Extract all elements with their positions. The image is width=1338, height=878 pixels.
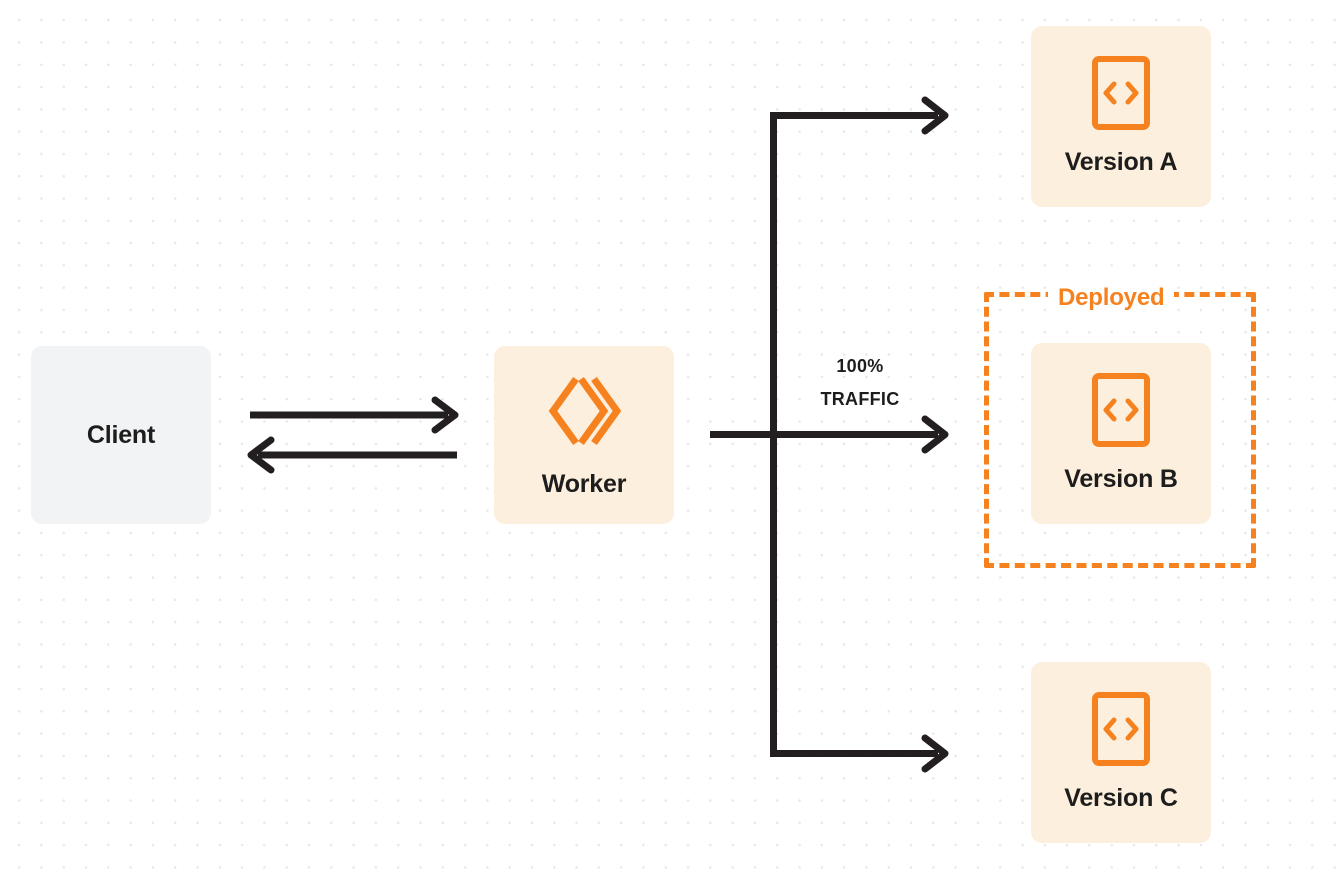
worker-to-client-arrow [247, 436, 457, 474]
traffic-percent: 100% [836, 356, 884, 376]
client-label: Client [86, 420, 156, 449]
version-c-node[interactable]: Version C [1031, 662, 1211, 843]
traffic-branch-connector [710, 96, 949, 773]
deployed-group-label: Deployed [1048, 285, 1175, 311]
code-document-icon [1092, 56, 1150, 130]
code-document-icon [1092, 373, 1150, 447]
cloudflare-workers-logo-icon [548, 376, 621, 445]
traffic-unit: TRAFFIC [820, 389, 900, 409]
worker-node[interactable]: Worker [494, 346, 674, 524]
worker-label: Worker [541, 469, 627, 498]
client-node[interactable]: Client [31, 346, 211, 524]
code-document-icon [1092, 692, 1150, 766]
version-a-label: Version A [1064, 148, 1178, 176]
version-a-node[interactable]: Version A [1031, 26, 1211, 207]
arrow-right-icon [921, 415, 949, 454]
traffic-label: 100% TRAFFIC [790, 350, 930, 416]
version-b-node[interactable]: Version B [1031, 343, 1211, 524]
arrow-right-icon [921, 734, 949, 773]
arrow-right-icon [431, 396, 459, 434]
version-c-label: Version C [1064, 784, 1178, 812]
arrow-left-icon [247, 436, 275, 474]
arrow-right-icon [921, 96, 949, 135]
client-to-worker-arrow [250, 396, 459, 434]
version-b-label: Version B [1064, 465, 1178, 493]
